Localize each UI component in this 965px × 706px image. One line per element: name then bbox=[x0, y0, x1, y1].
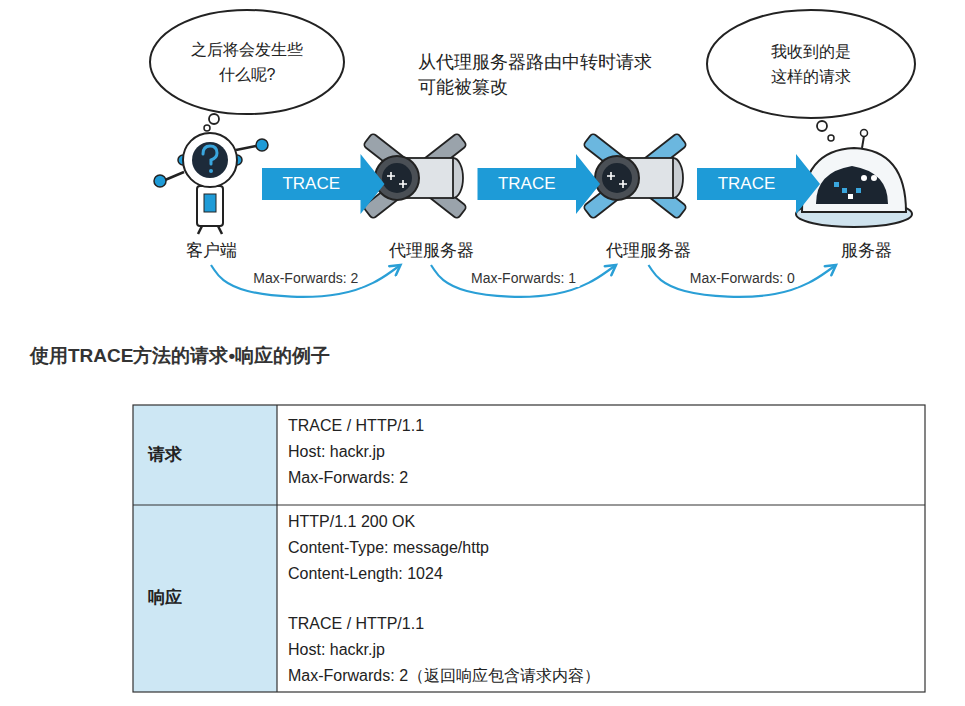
satellite-lens bbox=[382, 163, 412, 193]
solar-panel bbox=[363, 133, 467, 219]
sparkle bbox=[607, 172, 627, 188]
proxy-node: 代理服务器 bbox=[385, 118, 478, 262]
robot-hand bbox=[154, 175, 166, 187]
bubble-tail bbox=[817, 121, 827, 131]
table-cell: HTTP/1.1 200 OK bbox=[288, 512, 415, 532]
bubble-tail bbox=[828, 135, 834, 141]
table-cell: Max-Forwards: 2 bbox=[288, 468, 408, 488]
pixel bbox=[842, 188, 847, 193]
thought-bubble: 之后将会发生些 什么呢? bbox=[148, 8, 346, 116]
node-label: 服务器 bbox=[841, 240, 892, 262]
bubble-text: 之后将会发生些 什么呢? bbox=[189, 37, 304, 87]
server-dome bbox=[802, 148, 906, 212]
satellite-front bbox=[595, 156, 639, 200]
diagram-title: 使用TRACE方法的请求•响应的例子 bbox=[30, 343, 330, 369]
proxy-satellite bbox=[363, 133, 467, 219]
table-cell: TRACE / HTTP/1.1 bbox=[288, 416, 424, 436]
question-dot bbox=[209, 169, 213, 173]
node-label: 客户端 bbox=[186, 240, 237, 262]
method-label: TRACE bbox=[498, 173, 556, 195]
server-eye bbox=[861, 175, 867, 181]
table-rule bbox=[133, 504, 925, 505]
bubble-outline bbox=[148, 8, 346, 116]
client-robot bbox=[154, 133, 268, 234]
proxy-node: 代理服务器 bbox=[600, 118, 697, 262]
bubble-tail bbox=[209, 114, 219, 124]
robot-leg bbox=[198, 226, 202, 234]
pixel bbox=[834, 182, 839, 187]
solar-panel bbox=[583, 133, 687, 219]
table-header: 响应 bbox=[148, 587, 182, 609]
table-cell: Max-Forwards: 2（返回响应包含请求内容） bbox=[288, 666, 600, 686]
request-arrow bbox=[478, 154, 601, 214]
bubble-ellipse bbox=[707, 10, 915, 118]
table-header: 请求 bbox=[148, 444, 182, 466]
solar-panel bbox=[583, 133, 687, 219]
hop-arrow bbox=[431, 265, 616, 297]
robot-panel bbox=[204, 194, 216, 212]
table-cell: Content-Type: message/http bbox=[288, 538, 489, 558]
bubble-text: 我收到的是 这样的请求 bbox=[769, 39, 854, 89]
client-node: 客户端 bbox=[160, 118, 262, 262]
table-cell: Host: hackr.jp bbox=[288, 640, 385, 660]
solar-panel bbox=[363, 133, 467, 219]
table-cell: Host: hackr.jp bbox=[288, 442, 385, 462]
table-cell: Content-Length: 1024 bbox=[288, 564, 443, 584]
table-rule bbox=[276, 405, 277, 692]
antenna-tip bbox=[861, 130, 868, 137]
satellite-lens bbox=[602, 163, 632, 193]
method-label: TRACE bbox=[718, 173, 776, 195]
robot-leg bbox=[218, 226, 222, 234]
pixel bbox=[848, 194, 853, 199]
thought-bubble: 我收到的是 这样的请求 bbox=[705, 8, 917, 120]
satellite-front bbox=[375, 156, 419, 200]
robot-arm bbox=[236, 146, 256, 150]
pixel bbox=[856, 188, 861, 193]
hop-arrow bbox=[649, 265, 837, 297]
hop-arrow bbox=[211, 265, 401, 297]
server-screen bbox=[816, 166, 888, 204]
header-label: Max-Forwards: 1 bbox=[468, 269, 579, 287]
request-arrow bbox=[262, 154, 385, 214]
header-label: Max-Forwards: 0 bbox=[687, 269, 798, 287]
example-table bbox=[133, 405, 925, 692]
table-cell: TRACE / HTTP/1.1 bbox=[288, 614, 424, 634]
server-eye bbox=[871, 175, 877, 181]
node-label: 代理服务器 bbox=[606, 240, 691, 262]
robot-head bbox=[183, 133, 237, 187]
request-arrow bbox=[697, 154, 820, 214]
method-label: TRACE bbox=[282, 173, 340, 195]
table-head-column bbox=[133, 405, 277, 692]
server-node: 服务器 bbox=[820, 118, 912, 262]
bubble-tail bbox=[204, 125, 210, 131]
node-label: 代理服务器 bbox=[389, 240, 474, 262]
bubble-outline bbox=[705, 8, 917, 120]
proxy-satellite bbox=[583, 133, 687, 219]
antenna bbox=[862, 136, 864, 148]
robot-arm bbox=[165, 172, 184, 180]
sparkle bbox=[387, 172, 407, 188]
header-label: Max-Forwards: 2 bbox=[250, 269, 361, 287]
annotation: 从代理服务器路由中转时请求 可能被篡改 bbox=[418, 50, 657, 100]
table-border bbox=[133, 405, 925, 692]
robot-body bbox=[197, 186, 223, 226]
bubble-ellipse bbox=[150, 10, 344, 114]
question-mark bbox=[203, 146, 217, 164]
robot-face bbox=[192, 142, 228, 178]
robot-hand bbox=[256, 139, 268, 151]
